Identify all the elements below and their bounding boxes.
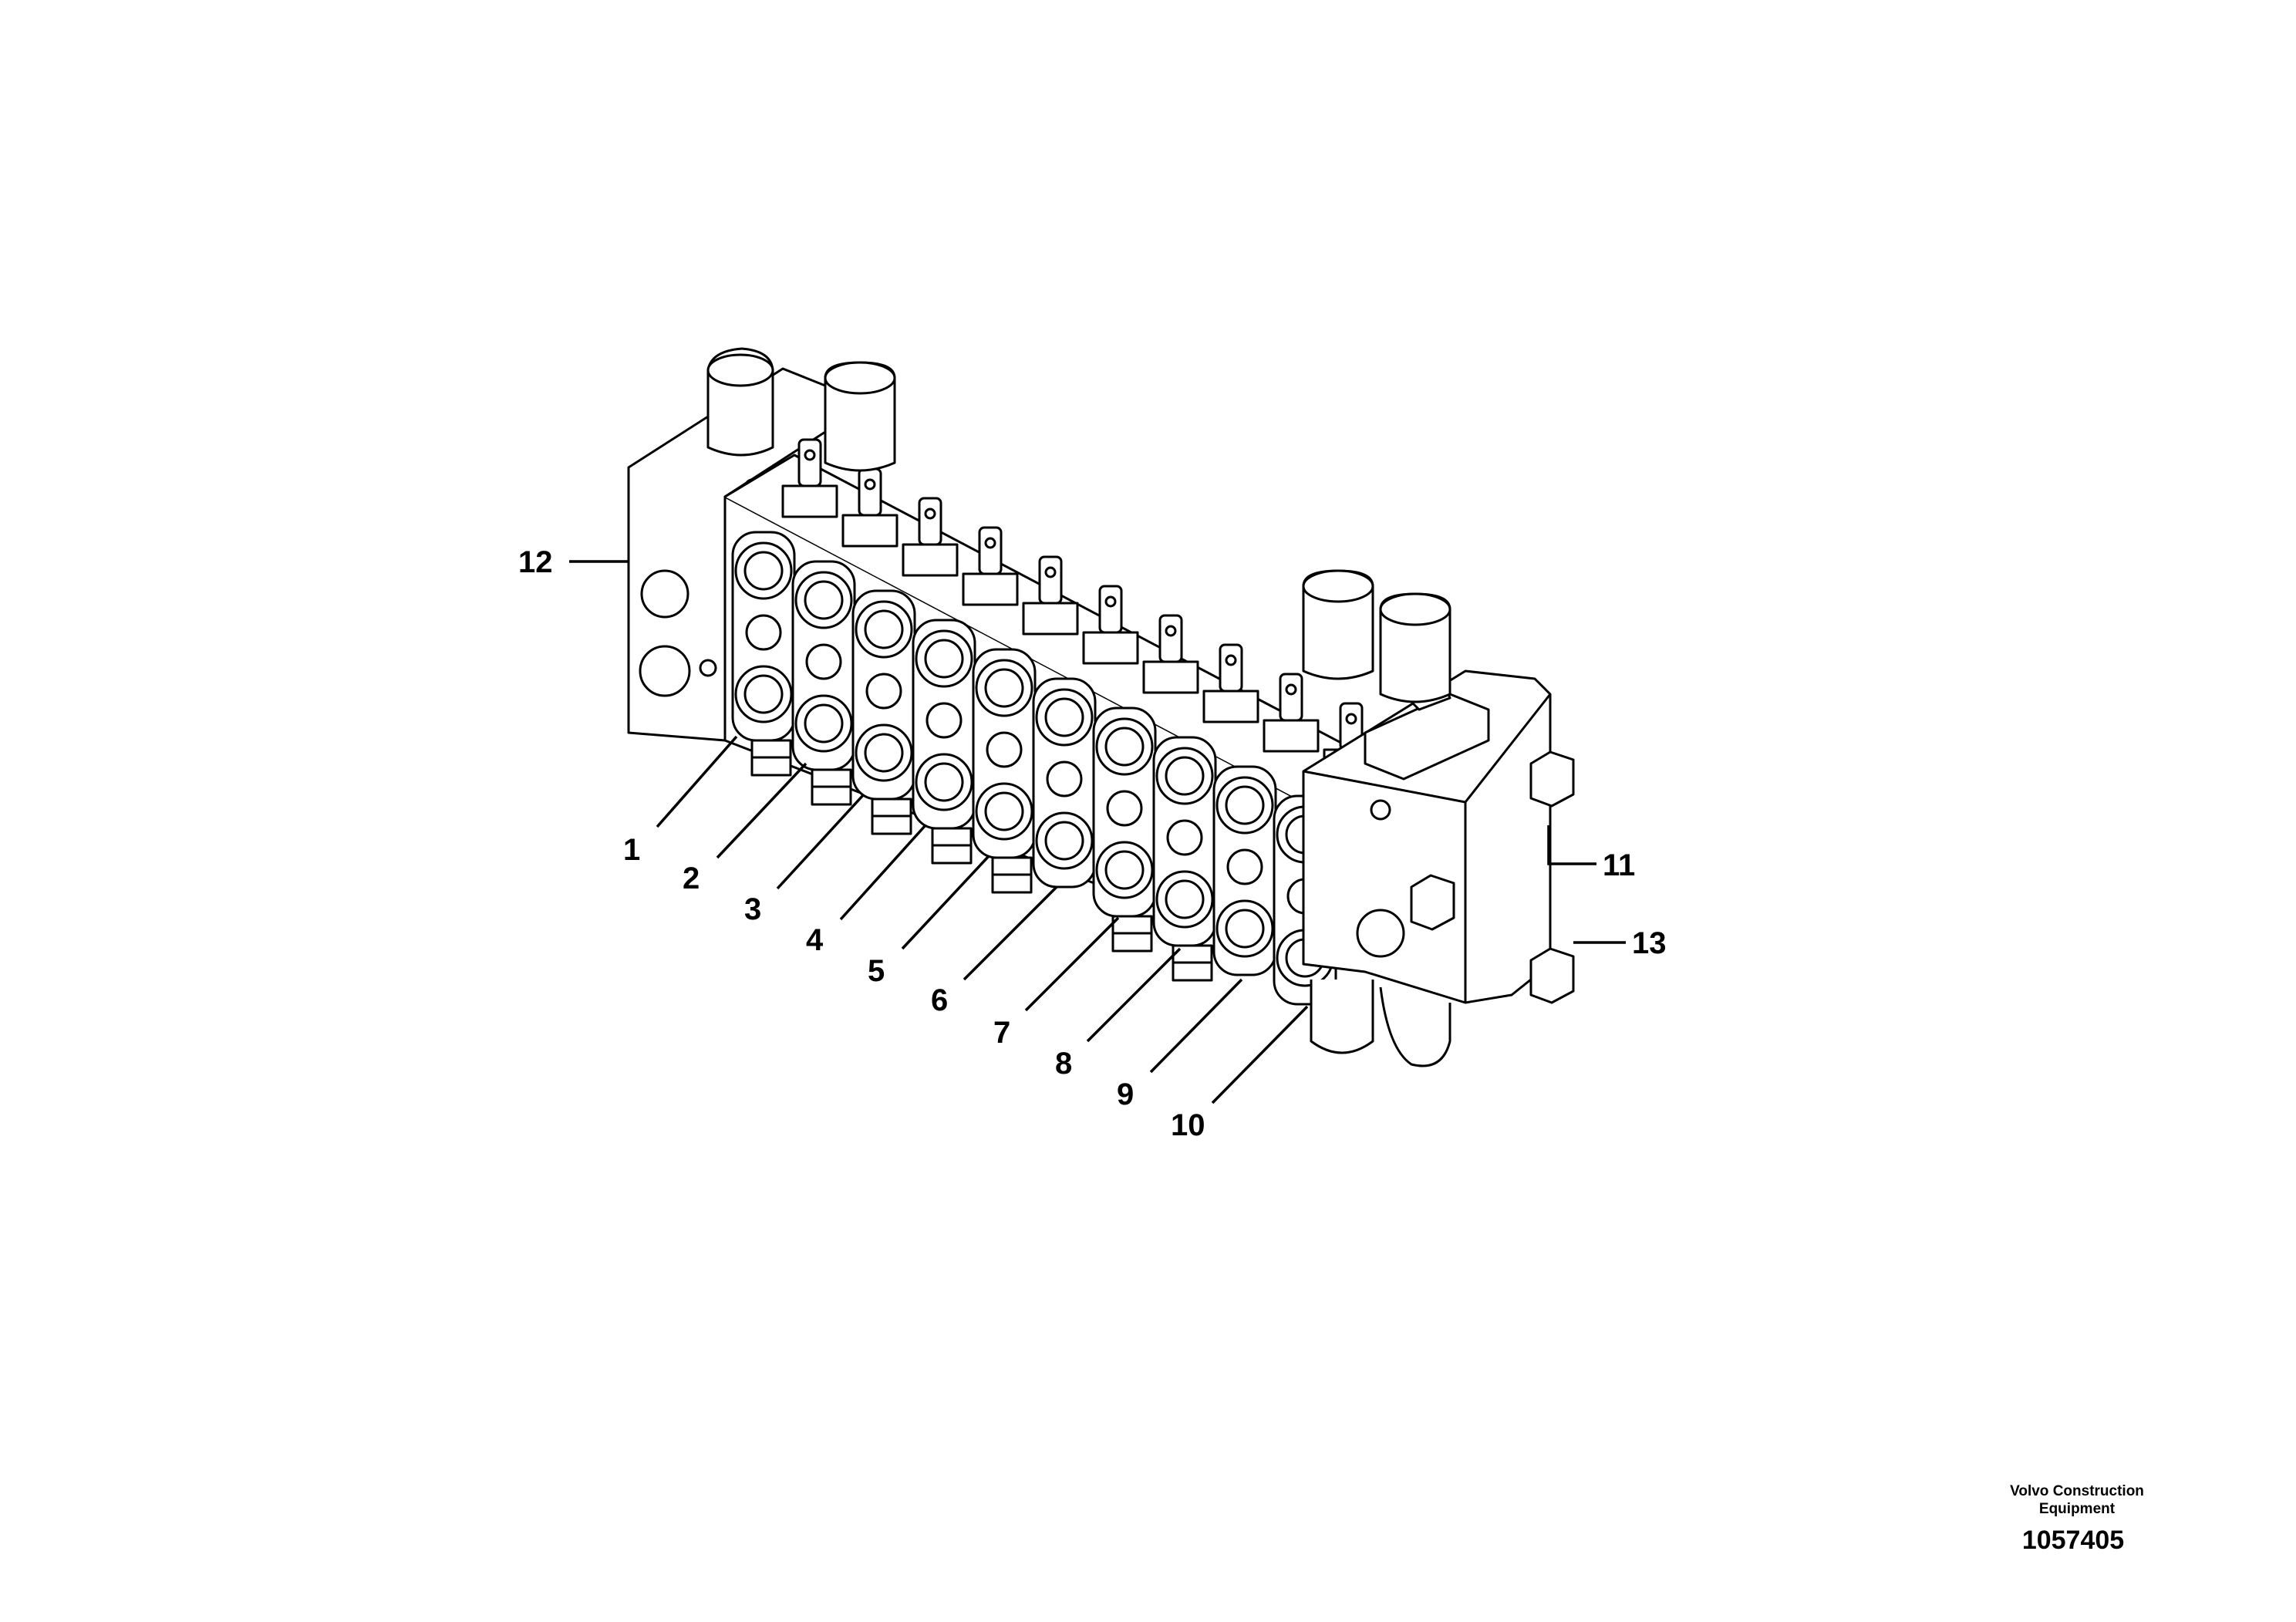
leader-line-2 xyxy=(716,762,807,859)
part-label-6: 6 xyxy=(931,983,948,1017)
part-label-11: 11 xyxy=(1603,848,1635,882)
leader-lines xyxy=(569,560,1626,1104)
part-label-5: 5 xyxy=(868,954,885,988)
manufacturer-line-1: Volvo Construction xyxy=(2010,1483,2144,1499)
manufacturer-credit: Volvo Construction Equipment xyxy=(1996,1482,2158,1518)
leader-line-11 xyxy=(1547,825,1596,865)
top-left-cylinder xyxy=(824,361,896,472)
part-label-10: 10 xyxy=(1171,1108,1205,1142)
right-end-cover xyxy=(1302,569,1575,1067)
manufacturer-line-2: Equipment xyxy=(2038,1501,2116,1517)
leader-line-8 xyxy=(1086,947,1182,1043)
control-valve-drawing xyxy=(627,347,1575,1067)
leader-line-6 xyxy=(963,885,1058,981)
part-label-4: 4 xyxy=(806,923,824,957)
leader-line-4 xyxy=(839,824,927,921)
leader-line-3 xyxy=(776,793,865,890)
part-label-9: 9 xyxy=(1117,1077,1134,1111)
leader-line-10 xyxy=(1211,1005,1309,1104)
leader-line-9 xyxy=(1149,978,1243,1074)
part-label-1: 1 xyxy=(623,833,640,867)
part-labels: 1 2 3 4 5 6 7 8 9 10 11 12 13 xyxy=(518,545,1667,1142)
leader-line-1 xyxy=(656,735,738,828)
section-caps xyxy=(731,438,1380,1006)
part-label-3: 3 xyxy=(744,892,761,926)
leader-line-7 xyxy=(1024,916,1120,1012)
part-label-8: 8 xyxy=(1055,1047,1072,1081)
drawing-number: 1057405 xyxy=(2021,1526,2125,1555)
part-label-2: 2 xyxy=(683,862,700,895)
part-label-12: 12 xyxy=(518,545,553,579)
leader-line-5 xyxy=(901,855,990,950)
left-end-cover xyxy=(627,347,827,742)
part-label-13: 13 xyxy=(1632,926,1667,960)
part-label-7: 7 xyxy=(993,1016,1010,1050)
